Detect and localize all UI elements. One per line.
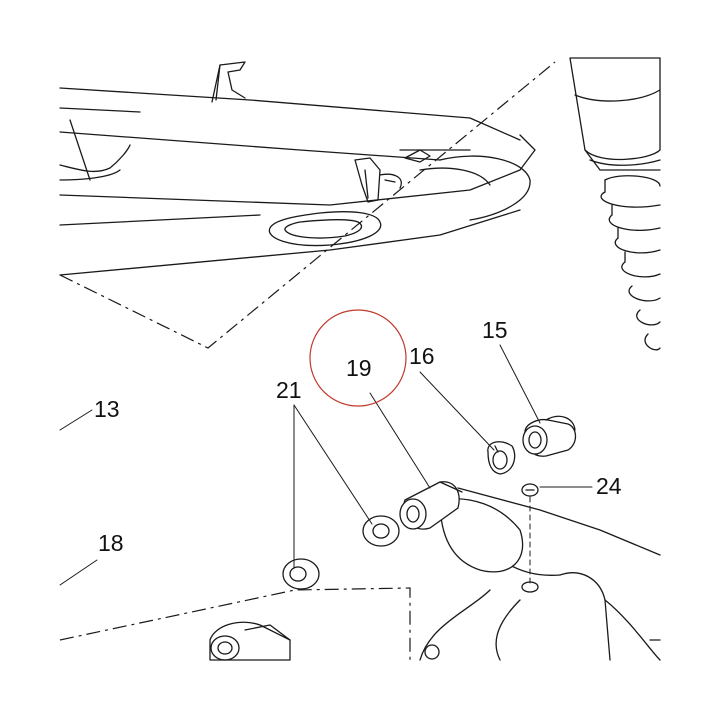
callout-15: 15 bbox=[482, 317, 508, 343]
callout-13: 13 bbox=[94, 396, 120, 422]
frame-assembly bbox=[59, 61, 556, 349]
swing-arm-nut bbox=[424, 644, 440, 660]
washer-upper bbox=[362, 515, 400, 547]
callout-21: 21 bbox=[276, 377, 302, 403]
callout-24: 24 bbox=[596, 473, 622, 499]
leader-lines bbox=[59, 344, 593, 586]
flanged-collar bbox=[522, 415, 577, 457]
callout-18: 18 bbox=[98, 530, 124, 556]
washer-lower bbox=[282, 558, 320, 590]
callout-16: 16 bbox=[409, 343, 435, 369]
callout-19: 19 bbox=[346, 355, 372, 381]
highlight-circle bbox=[309, 309, 407, 407]
split-bushing bbox=[487, 441, 516, 475]
shock-absorber bbox=[569, 57, 661, 351]
small-bolt bbox=[521, 483, 539, 586]
sleeve-tube bbox=[399, 481, 463, 530]
swing-arm bbox=[419, 487, 661, 661]
pivot-housing bbox=[59, 587, 411, 661]
